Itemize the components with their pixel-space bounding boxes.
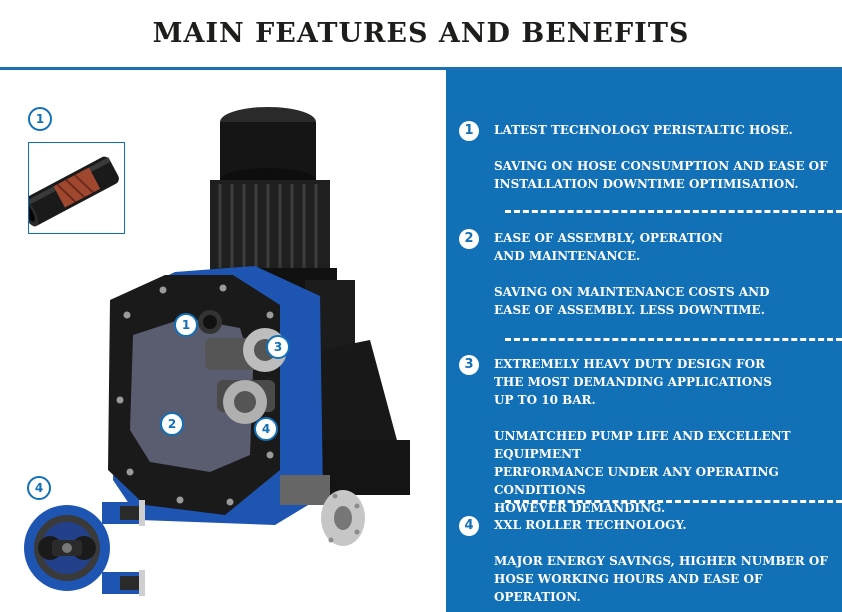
feature-body-4: MAJOR ENERGY SAVINGS, HIGHER NUMBER OF H… (494, 554, 828, 604)
inset-number-badge-1: 1 (28, 107, 52, 131)
features-panel (446, 70, 842, 612)
feature-number-3: 3 (459, 355, 479, 375)
pump-number-badge-2: 2 (160, 412, 184, 436)
feature-number-1: 1 (459, 121, 479, 141)
feature-heading-3: EXTREMELY HEAVY DUTY DESIGN FOR THE MOST… (494, 357, 772, 407)
feature-heading-2: EASE OF ASSEMBLY, OPERATION AND MAINTENA… (494, 231, 723, 263)
pump-number-badge-1: 1 (174, 313, 198, 337)
feature-body-2: SAVING ON MAINTENANCE COSTS AND EASE OF … (494, 285, 770, 317)
hose-icon (29, 156, 119, 227)
title-divider (0, 67, 842, 70)
feature-number-4: 4 (459, 516, 479, 536)
peristaltic-pump-image (108, 107, 410, 546)
feature-heading-1: LATEST TECHNOLOGY PERISTALTIC HOSE. (494, 123, 793, 137)
roller-inset-image (22, 498, 157, 606)
feature-divider-2 (505, 338, 842, 341)
pump-number-badge-3: 3 (266, 335, 290, 359)
feature-divider-1 (505, 210, 842, 213)
pump-number-badge-4: 4 (254, 417, 278, 441)
feature-2: 2 EASE OF ASSEMBLY, OPERATION AND MAINTE… (459, 229, 834, 319)
feature-body-3: UNMATCHED PUMP LIFE AND EXCELLENT EQUIPM… (494, 429, 791, 515)
feature-4: 4 XXL ROLLER TECHNOLOGY. MAJOR ENERGY SA… (459, 516, 834, 606)
hose-inset-image (28, 142, 125, 234)
feature-number-2: 2 (459, 229, 479, 249)
inset-number-badge-4: 4 (27, 476, 51, 500)
feature-body-1: SAVING ON HOSE CONSUMPTION AND EASE OF I… (494, 159, 828, 191)
roller-icon (24, 500, 145, 596)
feature-divider-3 (505, 500, 842, 503)
feature-1: 1 LATEST TECHNOLOGY PERISTALTIC HOSE. SA… (459, 121, 834, 193)
feature-3: 3 EXTREMELY HEAVY DUTY DESIGN FOR THE MO… (459, 355, 834, 517)
feature-heading-4: XXL ROLLER TECHNOLOGY. (494, 518, 687, 532)
page-title: MAIN FEATURES AND BENEFITS (152, 18, 690, 49)
